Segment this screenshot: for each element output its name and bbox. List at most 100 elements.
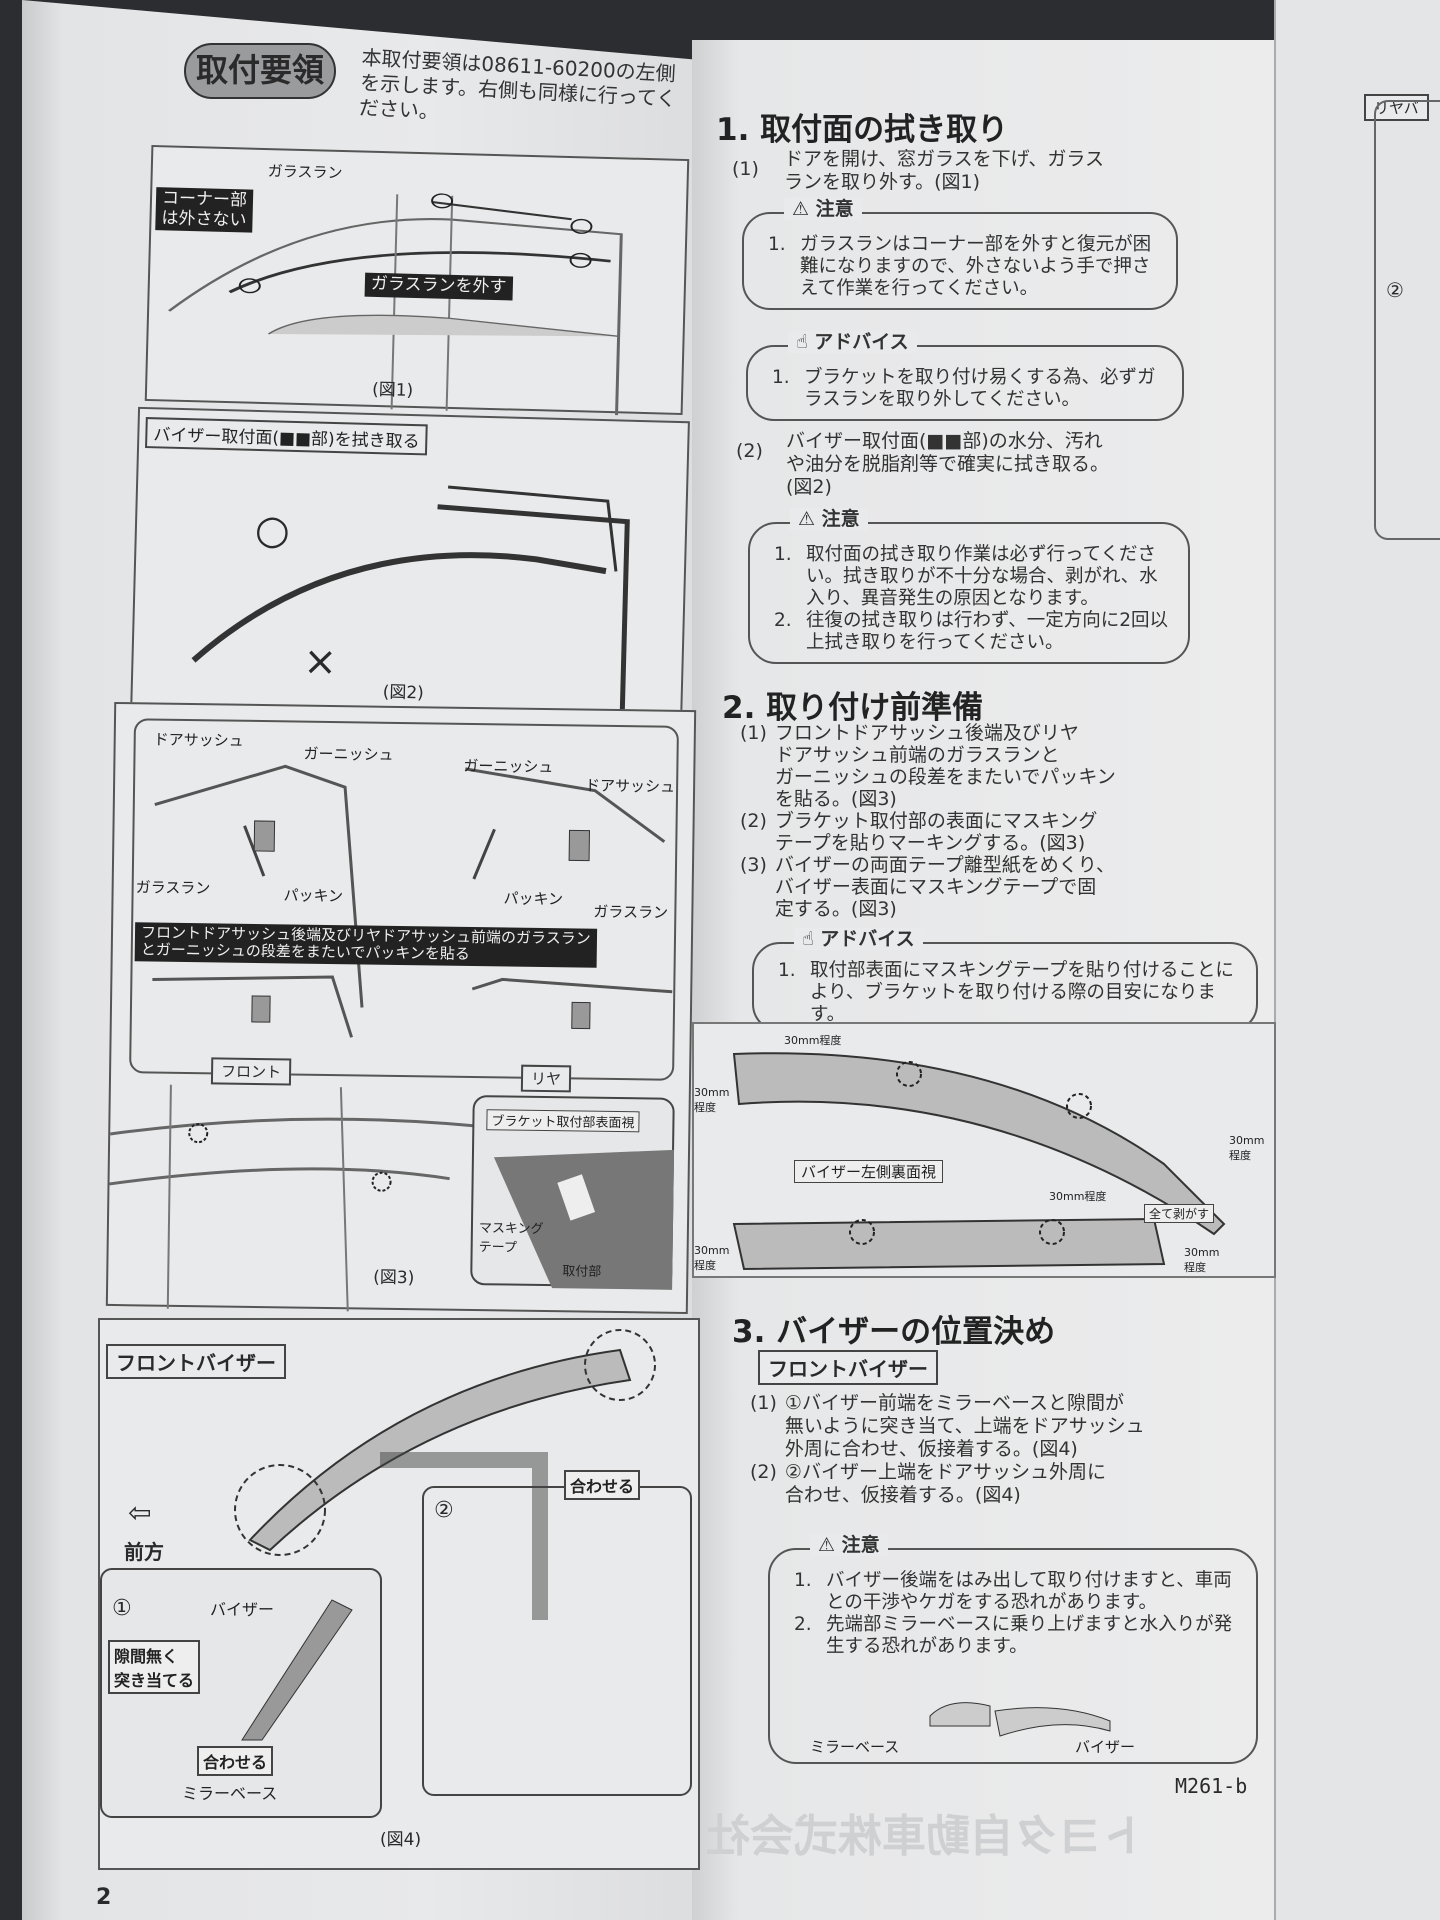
dim-label: 30mm程度 <box>784 1034 842 1047</box>
door-glassrun-drawing <box>167 193 623 416</box>
step: (2)②バイザー上端をドアサッシュ外周に 合わせ、仮接着する。(図4) <box>750 1461 1260 1507</box>
dim-label: 30mm 程度 <box>694 1244 730 1272</box>
figure-3: ドアサッシュ ガーニッシュ ガーニッシュ ドアサッシュ ガラスラン パッキン パ… <box>105 701 697 1315</box>
bracket-drawing <box>493 1149 675 1290</box>
label-glassrun: ガラスラン <box>267 162 343 183</box>
dim-label: 30mm 程度 <box>1184 1246 1220 1274</box>
next-page-circle: ② <box>1386 278 1404 302</box>
figure-4: フロントバイザー ⇦ 前方 ① バイザー 隙間無く 突き当てる 合わせる ミラー… <box>98 1318 700 1870</box>
section-2-steps: (1) フロントドアサッシュ後端及びリヤ ドアサッシュ前端のガラスランと ガーニッ… <box>740 722 1210 920</box>
label-align-1: 合わせる <box>197 1746 274 1776</box>
step: (1) フロントドアサッシュ後端及びリヤ ドアサッシュ前端のガラスランと ガーニッ… <box>740 722 1210 810</box>
next-page-edge: リヤバ ② <box>1274 0 1440 1920</box>
item-num: 2. <box>774 610 792 631</box>
caution-text: 往復の拭き取りは行わず、一定方向に2回以上拭き取りを行ってください。 <box>806 610 1168 653</box>
dim-label: 30mm 程度 <box>694 1086 730 1114</box>
advice-heading: アドバイス <box>820 928 915 950</box>
detail-2-inset: ② 合わせる <box>422 1470 692 1796</box>
label-glassrun-right: ガラスラン <box>593 902 669 922</box>
next-page-box <box>1374 100 1440 540</box>
warning-triangle-icon: ⚠ <box>818 1534 842 1556</box>
label-door-sash-left: ドアサッシュ <box>153 730 244 750</box>
item-num: 1. <box>772 367 790 388</box>
sash-drawing <box>109 764 673 1312</box>
forward-arrow-icon: ⇦ <box>128 1496 152 1529</box>
figure-2: バイザー取付面(■■部)を拭き取る ○ × (図2) <box>130 406 690 728</box>
step-text: フロントドアサッシュ後端及びリヤ ドアサッシュ前端のガラスランと ガーニッシュの… <box>774 722 1116 810</box>
step-text: ①バイザー前端をミラーベースと隙間が 無いように突き当て、上端をドアサッシュ 外… <box>784 1392 1145 1460</box>
step: (2)ブラケット取付部の表面にマスキング テープを貼りマーキングする。(図3) <box>740 810 1210 854</box>
step-1-1-num: (1) <box>732 158 759 180</box>
page-number: 2 <box>96 1885 112 1910</box>
label-visor: バイザー <box>1075 1738 1136 1756</box>
advice-box-1: ☝ アドバイス 1. ブラケットを取り付け易くする為、必ずガラスランを取り外してく… <box>746 331 1184 421</box>
visor-back-view-figure: 30mm程度 30mm 程度 30mm 程度 30mm程度 30mm 程度 30… <box>692 1022 1276 1278</box>
item-num: 1. <box>778 960 796 981</box>
section-2-title: 2. 取り付け前準備 <box>722 690 984 726</box>
label-masking-tape: マスキング テープ <box>478 1221 544 1256</box>
label-remove-glassrun: ガラスランを外す <box>364 272 513 301</box>
label-garnish-left: ガーニッシュ <box>303 744 394 764</box>
step-num: (2) <box>740 810 767 832</box>
section-3-steps: (1) ①バイザー前端をミラーベースと隙間が 無いように突き当て、上端をドアサッシ… <box>750 1392 1260 1507</box>
label-mirror-base: ミラーベース <box>182 1784 278 1803</box>
caution-box-1: ⚠ 注意 1.ガラスランはコーナー部を外すと復元が困難になりますので、外さないよ… <box>742 198 1178 310</box>
dim-label: 30mm程度 <box>1049 1190 1107 1203</box>
bracket-view-inset: ブラケット取付部表面視 マスキング テープ 取付部 <box>470 1095 675 1290</box>
caution-heading: 注意 <box>841 1534 880 1556</box>
item-num: 1. <box>774 544 792 565</box>
front-visor-drawing <box>234 1329 656 1620</box>
step-num: (1) <box>740 722 767 744</box>
item-num: 1. <box>794 1570 812 1591</box>
step-num: (1) <box>750 1392 777 1414</box>
warning-triangle-icon: ⚠ <box>798 508 822 530</box>
bracket-view-title: ブラケット取付部表面視 <box>486 1109 640 1133</box>
figure-1: ガラスラン コーナー部 は外さない ガラスランを外す (図1) <box>144 145 690 416</box>
caution-heading: 注意 <box>815 198 854 220</box>
wipe-surface-drawing <box>191 485 630 728</box>
watermark: トヨタ自動車株式会社 <box>706 1811 1146 1862</box>
advice-text: 取付部表面にマスキングテープを貼り付けることにより、ブラケットを取り付ける際の目… <box>810 960 1234 1025</box>
label-packing-left: パッキン <box>283 886 344 906</box>
label-mirror-base: ミラーベース <box>810 1738 900 1756</box>
mirror-base-visor-drawing <box>929 1702 1111 1737</box>
front-visor-subtitle: フロントバイザー <box>758 1350 938 1385</box>
figure-4-caption: (図4) <box>380 1830 422 1850</box>
mirror-base-drawing <box>241 1599 353 1741</box>
label-peel-all: 全て剥がす <box>1144 1204 1215 1223</box>
caution-box-3: ⚠ 注意 1. バイザー後端をはみ出して取り付けますと、車両との干渉やケガをする恐… <box>768 1534 1258 1764</box>
section-badge: 取付要領 <box>184 43 336 99</box>
step-num: (3) <box>740 854 767 876</box>
figure-3-caption: (図3) <box>373 1267 415 1289</box>
step-text: ②バイザー上端をドアサッシュ外周に 合わせ、仮接着する。(図4) <box>784 1461 1106 1506</box>
caution-text: ガラスランはコーナー部を外すと復元が困難になりますので、外さないよう手で押さえて… <box>800 234 1152 299</box>
label-door-sash-right: ドアサッシュ <box>584 776 676 796</box>
caution-box-2: ⚠ 注意 1.取付面の拭き取り作業は必ず行ってください。拭き取りが不十分な場合、… <box>748 508 1190 664</box>
section-1-title: 1. 取付面の拭き取り <box>716 112 1009 148</box>
ok-mark: ○ <box>254 506 291 554</box>
packing-instruction-banner: フロントドアサッシュ後端及びリヤドアサッシュ前端のガラスラン とガーニッシュの段… <box>134 922 597 968</box>
circle-2: ② <box>434 1498 454 1523</box>
label-corner-keep: コーナー部 は外さない <box>155 187 254 233</box>
step-1-2-num: (2) <box>736 440 763 462</box>
pointing-hand-icon: ☝ <box>796 331 815 353</box>
label-glassrun-left: ガラスラン <box>135 878 211 898</box>
dim-label: 30mm 程度 <box>1229 1134 1265 1162</box>
right-page <box>692 40 1274 1920</box>
caution-text: バイザー後端をはみ出して取り付けますと、車両との干渉やケガをする恐れがあります。 <box>826 1570 1232 1613</box>
ng-mark: × <box>302 638 338 686</box>
label-garnish-right: ガーニッシュ <box>463 756 554 777</box>
caution-text: 取付面の拭き取り作業は必ず行ってください。拭き取りが不十分な場合、剥がれ、水入り… <box>806 544 1158 609</box>
advice-heading: アドバイス <box>814 331 909 353</box>
step: (3)バイザーの両面テープ離型紙をめくり、 バイザー表面にマスキングテープで固 … <box>740 854 1210 920</box>
label-visor: バイザー <box>210 1600 275 1619</box>
document-code: M261-b <box>1175 1774 1248 1798</box>
advice-text: ブラケットを取り付け易くする為、必ずガラスランを取り外してください。 <box>804 367 1156 410</box>
label-packing-right: パッキン <box>503 889 564 909</box>
section-3-title: 3. バイザーの位置決め <box>732 1314 1056 1350</box>
step-1-1: ドアを開け、窓ガラスを下げ、ガラス ランを取り外す。(図1) <box>784 148 1104 193</box>
label-rear: リヤ <box>520 1064 572 1093</box>
figure-4-title: フロントバイザー <box>106 1344 286 1379</box>
label-forward: 前方 <box>124 1540 164 1564</box>
advice-box-2: ☝ アドバイス 1.取付部表面にマスキングテープを貼り付けることにより、ブラケッ… <box>752 928 1258 1032</box>
